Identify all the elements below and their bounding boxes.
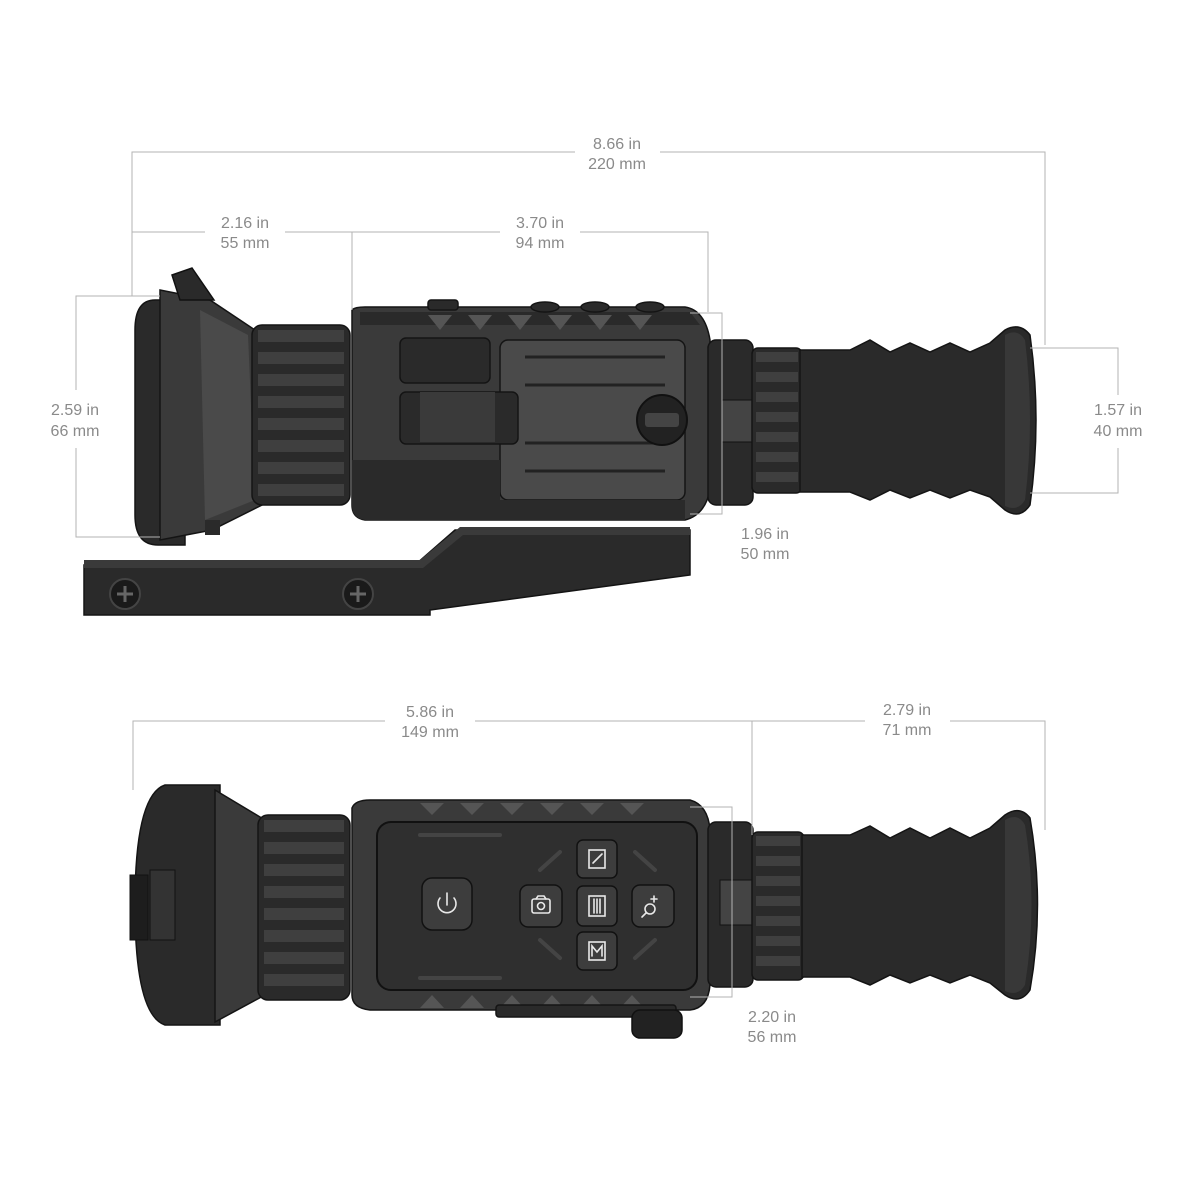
top-view-scope: [129, 784, 1039, 1039]
dim-eyepiece-height-in: 1.57 in: [1094, 402, 1142, 419]
dim-eyepiece-height-mm: 40 mm: [1094, 423, 1143, 440]
menu-button[interactable]: [576, 885, 618, 927]
dimension-labels: 8.66 in 220 mm 2.16 in 55 mm 3.70 in 94 …: [51, 136, 1143, 1046]
dim-front-length-in: 5.86 in: [406, 704, 454, 721]
side-main-body: [351, 299, 711, 521]
top-eyepiece: [707, 809, 1039, 1000]
camera-button[interactable]: [519, 884, 563, 928]
dim-body-height-mm: 50 mm: [741, 546, 790, 563]
dim-body-width-in: 2.20 in: [748, 1009, 796, 1026]
side-eyepiece: [707, 326, 1037, 515]
top-objective-lens: [129, 784, 351, 1026]
up-button[interactable]: [576, 839, 618, 879]
dim-overall-mm: 220 mm: [588, 156, 646, 173]
edit-icon: [588, 849, 606, 869]
dim-eyepiece-length-in: 2.79 in: [883, 702, 931, 719]
m-icon: [588, 941, 606, 961]
camera-icon: [531, 895, 551, 914]
menu-icon: [588, 895, 606, 917]
dim-body-height-in: 1.96 in: [741, 526, 789, 543]
side-objective-lens: [134, 267, 351, 546]
dim-overall-in: 8.66 in: [593, 136, 641, 153]
power-icon: [437, 892, 457, 914]
side-view-scope: [83, 267, 1037, 616]
side-mount-rail: [83, 527, 691, 616]
dim-body-width-mm: 56 mm: [748, 1029, 797, 1046]
power-button[interactable]: [421, 877, 473, 931]
dimension-lines: [75, 151, 1119, 998]
dim-objective-height-in: 2.59 in: [51, 402, 99, 419]
dim-objective-height-mm: 66 mm: [51, 423, 100, 440]
dim-body-in: 3.70 in: [516, 215, 564, 232]
dim-objective-mm: 55 mm: [221, 235, 270, 252]
down-button[interactable]: [576, 931, 618, 971]
dim-eyepiece-length-mm: 71 mm: [883, 722, 932, 739]
zoom-button[interactable]: [631, 884, 675, 928]
dim-front-length-mm: 149 mm: [401, 724, 459, 741]
dim-body-mm: 94 mm: [516, 235, 565, 252]
dim-objective-in: 2.16 in: [221, 215, 269, 232]
zoom-plus-icon: [641, 895, 658, 918]
